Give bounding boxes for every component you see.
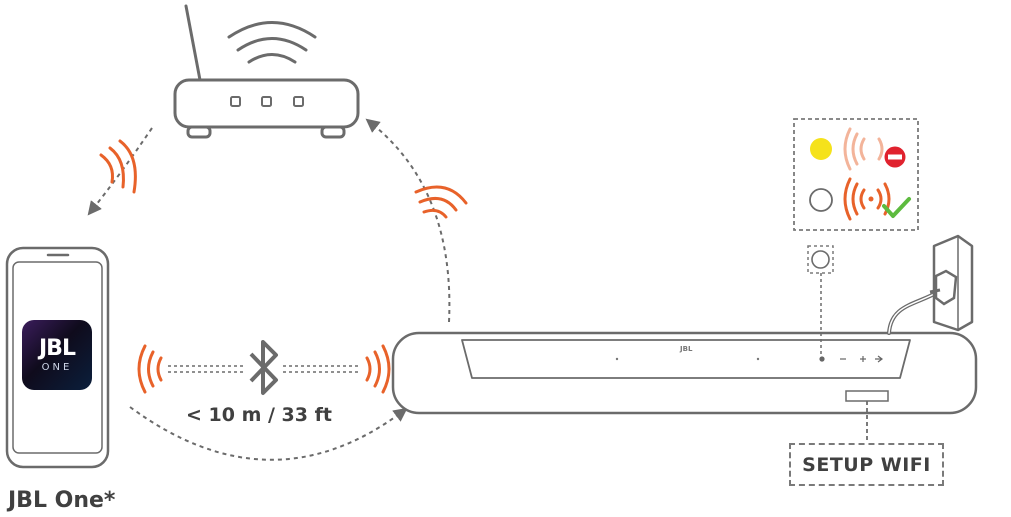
no-entry-icon [884,146,906,168]
bluetooth-icon [249,340,278,395]
soundbar [391,331,978,415]
app-name-label: JBL One* [8,488,116,513]
router-to-phone-arrow [87,127,153,216]
signal-waves-icon [414,185,468,219]
app-icon-brand: JBL [39,335,76,361]
power-outlet-icon [929,234,974,332]
app-icon-sub: ONE [41,361,73,373]
signal-waves-icon [137,344,391,394]
setup-wifi-label: SETUP WIFI [789,443,944,486]
bluetooth-link [168,365,360,373]
phone-to-soundbar-arrow [129,406,408,461]
status-light-indicator [811,250,830,269]
soundbar-logo: JBL [680,345,693,353]
status-light-yellow [810,138,832,160]
check-icon [882,197,911,218]
signal-waves-icon [843,177,891,221]
signal-waves-icon [99,139,137,194]
jbl-one-app-icon: JBL ONE [22,320,92,390]
soundbar-to-router-arrow [365,118,451,323]
signal-waves-faded-icon [843,127,884,171]
power-cable [887,290,940,335]
router-icon [173,4,360,139]
status-light-off [809,188,833,212]
bluetooth-range-label: < 10 m / 33 ft [186,404,332,426]
wifi-signal-icon [227,21,317,64]
